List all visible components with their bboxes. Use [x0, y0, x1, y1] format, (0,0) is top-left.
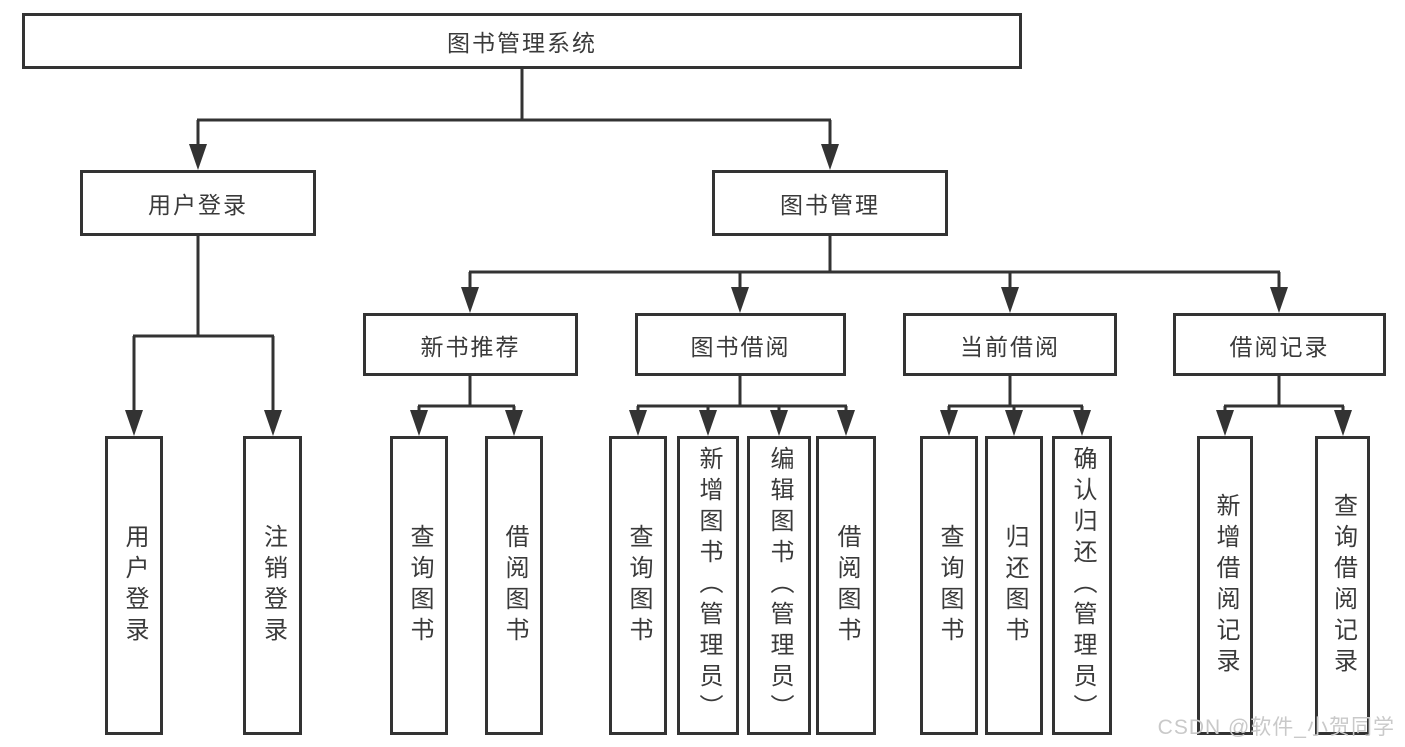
leaf-borrow-edit-books-admin: 编辑图书（管理员） — [747, 436, 811, 735]
node-borrow-record-label: 借阅记录 — [1229, 333, 1330, 360]
leaf-logout: 注销登录 — [243, 436, 302, 735]
arrow-icon — [410, 410, 428, 436]
leaf-logout-label: 注销登录 — [259, 523, 287, 648]
connector-root-to-level2 — [189, 69, 839, 170]
connector-borrow-to-leaves — [629, 376, 855, 436]
leaf-borrow-add-books-admin: 新增图书（管理员） — [677, 436, 739, 735]
node-current-borrow-label: 当前借阅 — [960, 333, 1060, 360]
leaf-recommend-query-books: 查询图书 — [390, 436, 448, 735]
leaf-record-add-borrow-record: 新增借阅记录 — [1197, 436, 1253, 735]
arrow-icon — [629, 410, 647, 436]
arrow-icon — [1005, 410, 1023, 436]
leaf-borrow-add-books-admin-label: 新增图书（管理员） — [695, 446, 722, 725]
arrow-icon — [1270, 287, 1288, 313]
leaf-current-query-books: 查询图书 — [920, 436, 978, 735]
leaf-recommend-borrow-books: 借阅图书 — [485, 436, 543, 735]
connector-current-to-leaves — [940, 376, 1091, 436]
leaf-borrow-borrow-books: 借阅图书 — [816, 436, 876, 735]
leaf-record-query-borrow-record-label: 查询借阅记录 — [1329, 492, 1357, 679]
leaf-current-confirm-return-admin: 确认归还（管理员） — [1052, 436, 1112, 735]
leaf-record-add-borrow-record-label: 新增借阅记录 — [1212, 492, 1239, 679]
node-book-borrow: 图书借阅 — [635, 313, 846, 376]
arrow-icon — [837, 410, 855, 436]
node-book-borrow-label: 图书借阅 — [690, 333, 791, 360]
arrow-icon — [1334, 410, 1352, 436]
leaf-user-login: 用户登录 — [105, 436, 163, 735]
node-root: 图书管理系统 — [22, 13, 1022, 69]
leaf-borrow-query-books: 查询图书 — [609, 436, 667, 735]
node-user-login: 用户登录 — [80, 170, 316, 236]
connector-recommend-to-leaves — [410, 376, 523, 436]
arrow-icon — [940, 410, 958, 436]
arrow-icon — [264, 410, 282, 436]
arrow-icon — [821, 144, 839, 170]
connector-record-to-leaves — [1216, 376, 1352, 436]
leaf-current-return-books: 归还图书 — [985, 436, 1043, 735]
node-book-management: 图书管理 — [712, 170, 948, 236]
leaf-user-login-label: 用户登录 — [121, 523, 148, 648]
arrow-icon — [770, 410, 788, 436]
node-root-label: 图书管理系统 — [447, 30, 597, 56]
node-current-borrow: 当前借阅 — [903, 313, 1117, 376]
node-new-book-recommend: 新书推荐 — [363, 313, 578, 376]
arrow-icon — [189, 144, 207, 170]
leaf-current-confirm-return-admin-label: 确认归还（管理员） — [1069, 446, 1096, 725]
node-user-login-label: 用户登录 — [148, 192, 248, 218]
arrow-icon — [125, 410, 143, 436]
arrow-icon — [1073, 410, 1091, 436]
arrow-icon — [461, 287, 479, 313]
leaf-record-query-borrow-record: 查询借阅记录 — [1315, 436, 1370, 735]
arrow-icon — [505, 410, 523, 436]
node-borrow-record: 借阅记录 — [1173, 313, 1386, 376]
leaf-borrow-edit-books-admin-label: 编辑图书（管理员） — [766, 446, 793, 725]
leaf-borrow-borrow-books-label: 借阅图书 — [833, 523, 860, 648]
leaf-recommend-borrow-books-label: 借阅图书 — [501, 523, 528, 648]
node-book-management-label: 图书管理 — [780, 192, 880, 218]
arrow-icon — [1216, 410, 1234, 436]
leaf-current-return-books-label: 归还图书 — [1001, 523, 1028, 648]
leaf-current-query-books-label: 查询图书 — [936, 523, 963, 648]
arrow-icon — [699, 410, 717, 436]
watermark: CSDN @软件_小贺同学 — [1157, 716, 1395, 739]
node-new-book-recommend-label: 新书推荐 — [420, 333, 521, 360]
arrow-icon — [731, 287, 749, 313]
arrow-icon — [1001, 287, 1019, 313]
leaf-recommend-query-books-label: 查询图书 — [406, 523, 433, 648]
connector-book-management-to-level3 — [461, 236, 1288, 313]
leaf-borrow-query-books-label: 查询图书 — [625, 523, 652, 648]
connector-user-login-to-leaves — [125, 236, 282, 436]
